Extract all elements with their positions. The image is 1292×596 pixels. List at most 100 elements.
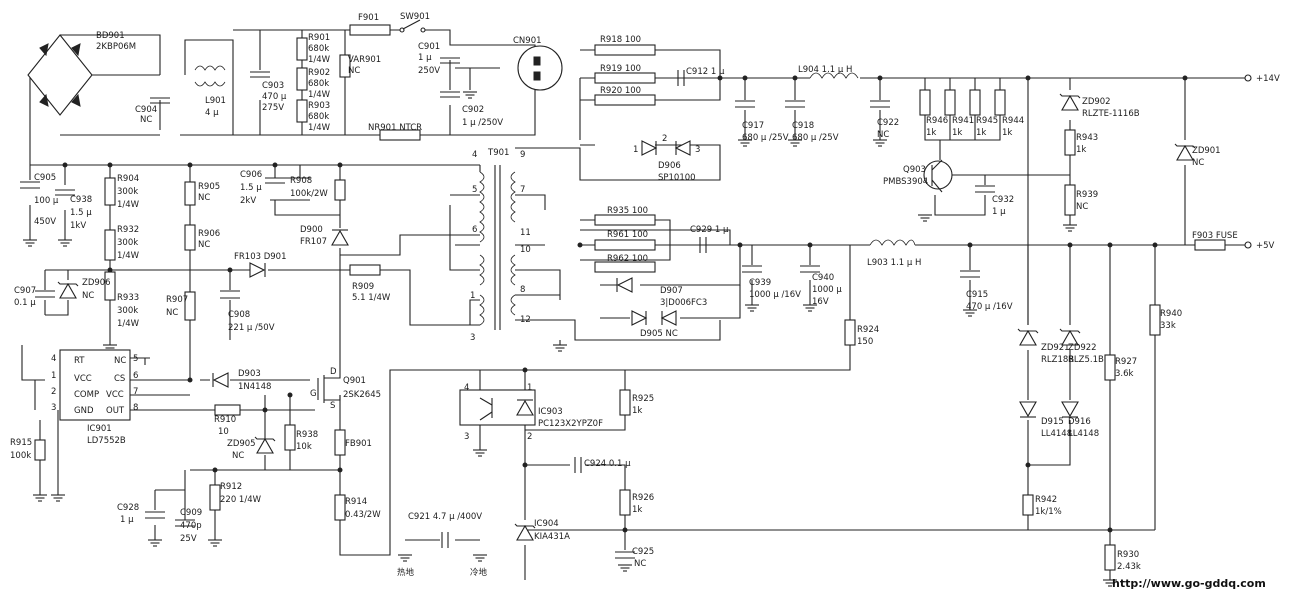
zener-zd902: ZD902 RLZTE-1116B — [1059, 93, 1140, 119]
ic901-ref: IC901 — [87, 424, 112, 434]
q901-ref: Q901 — [343, 376, 366, 386]
c909-ref: C909 — [180, 508, 202, 518]
resistor-r906: R906 NC — [184, 224, 220, 251]
d906-value: SP10100 — [658, 173, 696, 183]
resistor-r920: R920 100 — [594, 86, 656, 106]
cn901-ref: CN901 — [513, 36, 542, 46]
r933-ref: R933 — [117, 293, 139, 303]
c908-ref: C908 — [228, 310, 250, 320]
resistor-r902: R902 680k 1/4W — [296, 67, 331, 100]
r946-ref: R946 — [926, 116, 948, 126]
r910-value: 10 — [218, 427, 229, 437]
r944-ref: R944 — [1002, 116, 1024, 126]
c938-value-2: 1kV — [70, 221, 86, 231]
c929-label: C929 1 μ — [690, 225, 729, 235]
d915-ref: D915 — [1041, 417, 1064, 427]
capacitor-c921: C921 4.7 μ /400V 热地 冷地 — [397, 512, 488, 578]
resistor-r914: R914 0.43/2W — [334, 494, 381, 521]
fuse-f903: F903 FUSE — [1192, 231, 1238, 251]
r902-value-1: 680k — [308, 79, 329, 89]
transistor-q903: Q903 PMBS3904 — [883, 159, 953, 193]
c928-value: 1 μ — [120, 515, 134, 525]
resistor-r962: R962 100 — [594, 254, 656, 273]
c906-ref: C906 — [240, 170, 262, 180]
capacitor-c909: C909 470p 25V — [175, 508, 202, 544]
capacitor-c903: C903 470 μ 275V — [250, 71, 287, 113]
t901-pin-3: 3 — [470, 333, 475, 343]
r938-value: 10k — [296, 442, 312, 452]
r939-value: NC — [1076, 202, 1088, 212]
capacitor-c908: C908 221 μ /50V — [220, 290, 275, 333]
mosfet-q901: Q901 2SK2645 D G S — [310, 365, 381, 411]
resistor-r915: R915 100k — [10, 438, 46, 461]
r927-ref: R927 — [1115, 357, 1137, 367]
t901-ref: T901 — [487, 148, 509, 158]
r907-value: NC — [166, 308, 178, 318]
capacitor-c917: C917 680 μ /25V — [735, 100, 789, 143]
d915-value: LL4148 — [1041, 429, 1072, 439]
fb901-ref: FB901 — [345, 439, 372, 449]
hot-ground-label: 热地 — [397, 567, 415, 578]
capacitor-c928: C928 1 μ — [117, 503, 165, 525]
resistor-r961: R961 100 — [594, 230, 656, 251]
c905-ref: C905 — [34, 173, 56, 183]
r902-ref: R902 — [308, 68, 330, 78]
r941-ref: R941 — [952, 116, 974, 126]
ic903-value: PC123X2YPZ0F — [538, 419, 603, 429]
c939-ref: C939 — [749, 278, 771, 288]
zener-zd906: ZD906 NC — [57, 278, 111, 301]
c932-value: 1 μ — [992, 207, 1006, 217]
r938-ref: R938 — [296, 430, 318, 440]
diode-d907: D907 3|D006FC3 — [616, 277, 707, 308]
t901-pin-11: 11 — [520, 228, 531, 238]
t901-pin-1: 1 — [470, 291, 475, 301]
r942-value: 1k/1% — [1035, 507, 1062, 517]
ic903-pin-3: 3 — [464, 432, 469, 442]
r944-value: 1k — [1002, 128, 1012, 138]
capacitor-c901: C901 1 μ 250V — [418, 42, 460, 76]
ic901-pin-rt: RT — [74, 356, 85, 366]
r925-ref: R925 — [632, 394, 654, 404]
t901-pin-6: 6 — [472, 225, 477, 235]
var901-ref: VAR901 — [348, 55, 381, 65]
ferrite-fb901: FB901 — [334, 429, 372, 456]
c909-value-1: 470p — [180, 521, 202, 531]
capacitor-c915: C915 470 μ /16V — [960, 270, 1013, 312]
resistor-r932: R932 300k 1/4W — [104, 225, 140, 261]
c903-ref: C903 — [262, 81, 284, 91]
r901-ref: R901 — [308, 33, 330, 43]
r905-ref: R905 — [198, 182, 220, 192]
r933-value-1: 300k — [117, 306, 138, 316]
ic904-value: KIA431A — [534, 532, 570, 542]
capacitor-c918: C918 680 μ /25V — [785, 100, 839, 143]
d907-ref: D907 — [660, 286, 683, 296]
resistor-r925: R925 1k — [619, 389, 654, 416]
q901-value: 2SK2645 — [343, 390, 381, 400]
zd921-value: RLZ18B — [1041, 355, 1074, 365]
ic903-pin-1: 1 — [527, 383, 532, 393]
c917-value: 680 μ /25V — [742, 133, 789, 143]
r901-value-2: 1/4W — [308, 55, 331, 65]
c915-value: 470 μ /16V — [966, 302, 1013, 312]
resistor-r942: R942 1k/1% — [1022, 494, 1062, 517]
resistor-r945: R945 1k — [969, 89, 998, 138]
r945-ref: R945 — [976, 116, 998, 126]
r932-ref: R932 — [117, 225, 139, 235]
r912-value: 220 1/4W — [220, 495, 262, 505]
r904-value-1: 300k — [117, 187, 138, 197]
r903-value-1: 680k — [308, 112, 329, 122]
resistor-r919: R919 100 — [594, 64, 656, 84]
c928-ref: C928 — [117, 503, 139, 513]
q901-pin-g: G — [310, 389, 317, 399]
r919-label: R919 100 — [600, 64, 641, 74]
capacitor-c905: C905 100 μ 450V — [20, 173, 59, 227]
c901-value-1: 1 μ — [418, 53, 432, 63]
diode-d903: D903 1N4148 — [212, 369, 271, 392]
optocoupler-ic903: 4 3 1 2 IC903 PC123X2YPZ0F — [459, 383, 603, 442]
capacitor-c939: C939 1000 μ /16V — [742, 265, 801, 300]
c922-ref: C922 — [877, 118, 899, 128]
d905-label: D905 NC — [640, 329, 678, 339]
t901-pin-4: 4 — [472, 150, 477, 160]
diode-d906: 1 2 3 D906 SP10100 — [633, 134, 700, 183]
var901-value: NC — [348, 66, 360, 76]
